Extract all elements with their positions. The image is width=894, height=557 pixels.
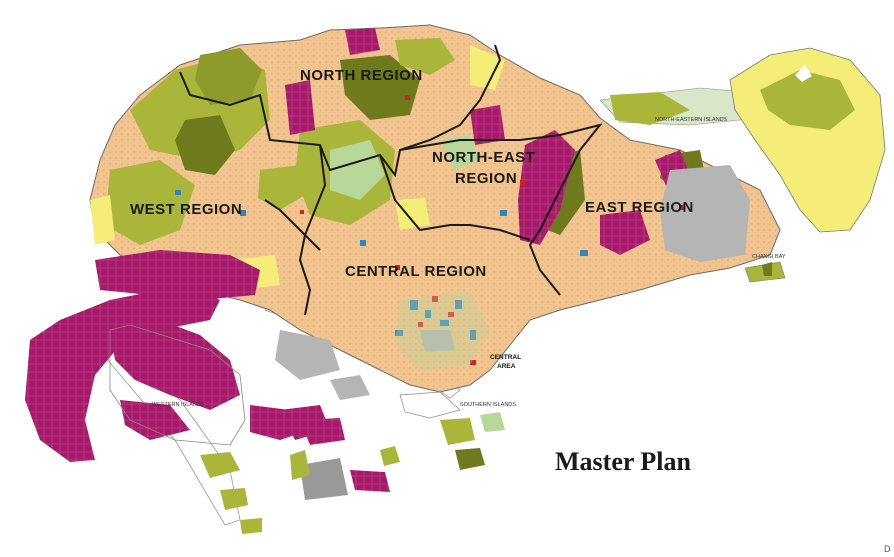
region-boundaries — [179, 44, 603, 316]
western-islands — [109, 324, 310, 534]
map-title: Master Plan — [555, 447, 692, 476]
central-area-label-line1: CENTRAL — [490, 354, 521, 361]
west-region-label: WEST REGION — [130, 201, 242, 218]
civic-commercial-patches — [175, 95, 685, 370]
gray-zones — [275, 165, 750, 500]
north-east-region-label-line2: REGION — [455, 170, 517, 187]
western-islands-label: WESTERN ISLANDS — [152, 402, 205, 408]
central-region-label: CENTRAL REGION — [345, 263, 487, 280]
southern-islands-label: SOUTHERN ISLANDS — [460, 402, 516, 408]
central-area-label-line2: AREA — [497, 363, 516, 370]
north-eastern-islands-label: NORTH-EASTERN ISLANDS — [655, 117, 728, 123]
north-east-region-label-line1: NORTH-EAST — [432, 149, 535, 166]
southern-islands — [380, 391, 505, 470]
east-region-label: EAST REGION — [585, 199, 694, 216]
changi-bay-label: CHANGI BAY — [752, 254, 786, 260]
north-region-label: NORTH REGION — [300, 67, 423, 84]
corner-mark: D — [884, 544, 891, 554]
